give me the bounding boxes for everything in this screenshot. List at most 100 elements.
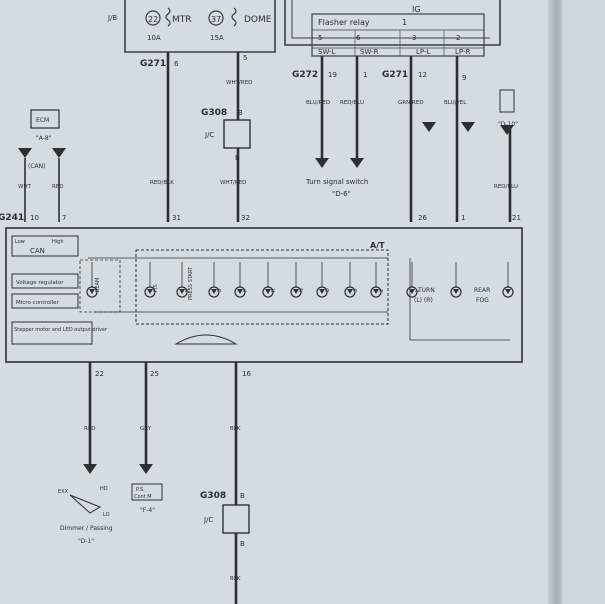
ig-label: IG — [412, 5, 421, 14]
bottom-wires — [88, 362, 238, 604]
svg-text:LP-R: LP-R — [455, 48, 470, 56]
lamp-label-9: 2 — [379, 289, 385, 292]
svg-text:J/C: J/C — [204, 131, 214, 139]
svg-text:G308: G308 — [200, 491, 226, 501]
svg-text:12: 12 — [418, 71, 427, 79]
top-arrows — [315, 122, 514, 168]
ig-outline — [291, 0, 490, 39]
combination-meter — [5, 227, 523, 363]
svg-text:REAR: REAR — [474, 287, 490, 294]
lamp-label-7: D — [325, 288, 331, 292]
svg-text:5: 5 — [318, 34, 322, 42]
svg-text:1: 1 — [461, 214, 465, 222]
lamp-label-3: S — [217, 289, 223, 292]
manual-page — [0, 0, 560, 604]
lamp-label-6: N — [299, 288, 305, 292]
flasher-relay-box — [311, 13, 485, 57]
svg-text:B: B — [238, 109, 243, 117]
svg-text:9: 9 — [462, 74, 466, 82]
svg-text:Dimmer / Passing: Dimmer / Passing — [60, 525, 113, 532]
lamp-label-10: L — [415, 289, 421, 292]
svg-text:"D-1": "D-1" — [78, 538, 94, 545]
svg-text:(CAN): (CAN) — [28, 163, 45, 170]
wire-color-gry: GRY — [140, 426, 152, 432]
svg-text:DOME: DOME — [244, 15, 272, 25]
svg-text:PRESS START: PRESS START — [188, 266, 194, 300]
svg-text:Low: Low — [15, 239, 25, 245]
svg-text:G272: G272 — [292, 70, 318, 80]
svg-text:LP-L: LP-L — [416, 48, 430, 56]
turn-signal-switch-label: Turn signal switch — [305, 178, 368, 186]
svg-text:BLU/RED: BLU/RED — [306, 100, 330, 106]
ecm-connector: ECM "A-8" (CAN) WHT RED — [18, 109, 66, 222]
upper-joint-connector: G308 B J/C B — [201, 108, 251, 162]
fuse-22: 22 MTR 10A — [145, 7, 192, 42]
svg-text:B: B — [240, 540, 245, 548]
meter-pins-bottom: 22 25 16 — [95, 370, 251, 378]
svg-text:25: 25 — [150, 370, 159, 378]
junction-block-outline — [124, 0, 276, 53]
lamp-label-5: R — [271, 288, 277, 292]
svg-text:GRN/RED: GRN/RED — [398, 100, 424, 106]
svg-text:Micro controller: Micro controller — [16, 300, 60, 306]
meter-pins-top: G241 10 7 31 32 26 1 21 — [0, 213, 521, 223]
meter-labels: Low High CAN Voltage regulator Micro con… — [14, 239, 490, 333]
svg-text:19: 19 — [328, 71, 337, 79]
flasher-relay-title: Flasher relay — [318, 18, 370, 27]
svg-text:BLU/YEL: BLU/YEL — [444, 100, 467, 106]
svg-text:2: 2 — [456, 34, 460, 42]
svg-text:Voltage regulator: Voltage regulator — [16, 280, 64, 286]
dimmer-switch: EXX HD LD Dimmer / Passing "D-1" — [58, 486, 113, 545]
stepper-label: Stepper motor and LED output driver — [14, 327, 108, 333]
top-wire-labels: G271 6 5 WHT/RED G272 19 1 G271 12 9 BLU… — [140, 54, 467, 106]
turn-signal-ref: "D-6" — [332, 190, 351, 198]
svg-text:21: 21 — [512, 214, 521, 222]
svg-text:HD: HD — [100, 486, 108, 492]
svg-text:Cont M: Cont M — [134, 494, 152, 500]
svg-text:"A-8": "A-8" — [36, 135, 52, 142]
svg-text:EXX: EXX — [58, 489, 69, 495]
svg-text:TURN: TURN — [417, 287, 435, 294]
svg-text:RED/BLU: RED/BLU — [340, 100, 364, 106]
svg-text:3: 3 — [412, 34, 416, 42]
svg-text:37: 37 — [211, 15, 221, 24]
lamp-label-4: P — [243, 289, 249, 292]
svg-text:5: 5 — [243, 54, 247, 62]
wire-color-red: RED — [84, 426, 96, 432]
svg-text:"F-4": "F-4" — [140, 507, 155, 514]
lamp-label-8: 3 — [353, 289, 359, 292]
svg-text:P.S.: P.S. — [136, 487, 145, 493]
top-wires — [166, 52, 512, 222]
wire-color-blk-end: BLK — [230, 576, 241, 582]
svg-text:WHT/RED: WHT/RED — [226, 80, 252, 86]
svg-text:LD: LD — [103, 512, 110, 518]
svg-text:SW-L: SW-L — [318, 48, 336, 56]
wire-color-redblu: RED/BLU — [494, 184, 518, 190]
jb-label: J/B — [107, 14, 117, 22]
svg-text:B: B — [235, 154, 240, 162]
bottom-arrows — [83, 464, 153, 474]
svg-text:6: 6 — [174, 60, 179, 68]
svg-text:6: 6 — [356, 34, 361, 42]
svg-text:22: 22 — [95, 370, 104, 378]
svg-text:G271: G271 — [382, 70, 408, 80]
page-gutter — [548, 0, 562, 604]
svg-text:SW-R: SW-R — [360, 48, 379, 56]
svg-text:22: 22 — [148, 15, 158, 24]
ps-control-module: P.S. Cont M "F-4" — [131, 483, 163, 514]
flasher-pin-ig: 1 — [402, 18, 407, 27]
svg-text:26: 26 — [418, 214, 427, 222]
svg-text:32: 32 — [241, 214, 250, 222]
svg-text:7: 7 — [62, 214, 66, 222]
flasher-pins: 5 6 3 2 SW-L SW-R LP-L LP-R — [318, 34, 470, 56]
svg-text:High: High — [52, 239, 64, 245]
svg-text:31: 31 — [172, 214, 181, 222]
svg-text:16: 16 — [242, 370, 251, 378]
lamp-label-1: F/S — [153, 284, 159, 292]
svg-text:WHT: WHT — [18, 184, 32, 190]
wire-color-redblk: RED/BLK — [150, 180, 174, 186]
wire-color-whtred: WHT/RED — [220, 180, 246, 186]
svg-text:J/C: J/C — [203, 516, 213, 524]
